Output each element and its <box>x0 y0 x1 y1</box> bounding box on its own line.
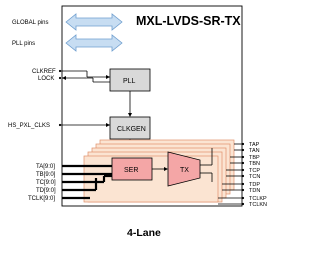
global-pins-label: GLOBAL pins <box>12 20 48 26</box>
global-pins-arrow <box>65 13 123 31</box>
hs-pxl-clks-label: HS_PXL_CLKS <box>8 123 50 129</box>
output-label-tan: TAN <box>249 148 260 154</box>
clkref-label: CLKREF <box>32 69 56 75</box>
lock-label: LOCK <box>38 76 54 82</box>
output-label-tbp: TBP <box>249 155 260 161</box>
pll-block-label: PLL <box>123 78 136 85</box>
clkgen-block-label: CLKGEN <box>117 126 146 133</box>
ser-block-label: SER <box>124 167 138 174</box>
block-diagram: MXL-LVDS-SR-TX GLOBAL pins PLL pins CLKR… <box>8 5 267 239</box>
input-label-tclk: TCLK[9:0] <box>28 196 55 202</box>
lock-pin <box>58 76 62 80</box>
tx-block-label: TX <box>180 167 189 174</box>
input-label-td: TD[9:0] <box>36 188 56 194</box>
output-label-tcn: TCN <box>249 174 260 180</box>
output-label-tdp: TDP <box>249 182 260 188</box>
diagram-caption: 4-Lane <box>127 227 161 239</box>
output-label-tbn: TBN <box>249 161 260 167</box>
module-title: MXL-LVDS-SR-TX <box>136 14 241 28</box>
output-label-tclkp: TCLKP <box>249 196 267 202</box>
pll-pins-label: PLL pins <box>12 41 35 47</box>
input-label-ta: TA[9:0] <box>36 164 55 170</box>
tx-block <box>167 151 201 187</box>
output-label-tdn: TDN <box>249 188 260 194</box>
output-label-tap: TAP <box>249 142 260 148</box>
input-label-tc: TC[9:0] <box>36 180 56 186</box>
output-label-tclkn: TCLKN <box>249 202 267 208</box>
input-label-tb: TB[9:0] <box>36 172 56 178</box>
pll-pins-arrow <box>65 34 123 52</box>
output-label-tcp: TCP <box>249 168 260 174</box>
